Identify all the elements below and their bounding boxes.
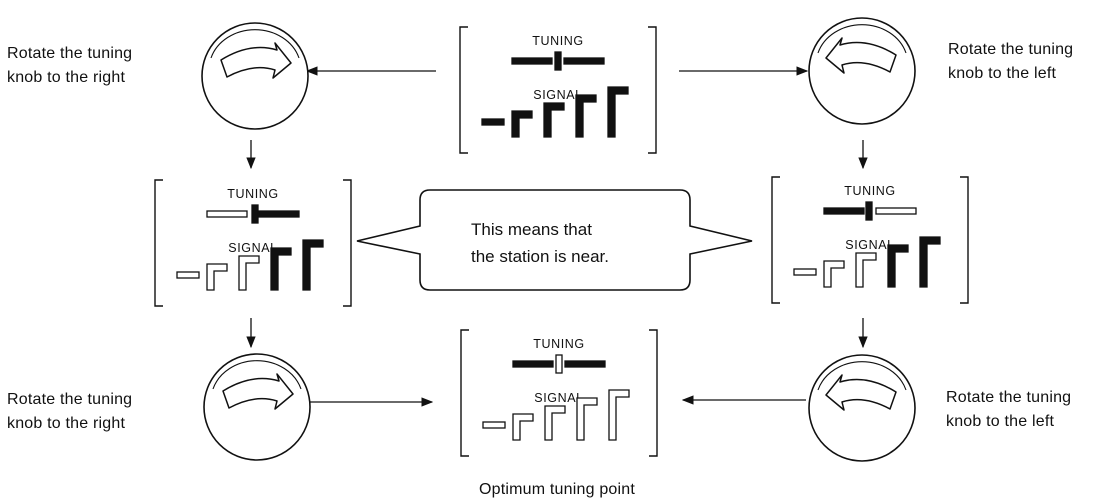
signal-bar-3 [855,252,877,288]
signal-bar-1 [481,118,505,126]
knob-top-right [808,17,916,125]
signal-bar-4 [576,397,598,441]
tuning-label: TUNING [533,337,585,351]
caption-bottom-left-line2: knob to the right [7,415,125,432]
panel-bracket-left [459,26,468,154]
signal-bar-4 [575,94,597,138]
knob-rim [817,24,907,54]
tuning-label: TUNING [844,184,896,198]
tuning-bar-right [563,57,605,65]
panel-bracket-right [960,176,969,304]
signal-bar-1 [176,271,200,279]
knob-body [203,353,311,461]
signal-bar-4 [887,244,909,288]
rotate-left-arrow-icon [825,374,897,411]
signal-bar-2 [512,413,534,441]
knob-bottom-left [203,353,311,461]
signal-bar-5 [919,236,941,288]
panel-bracket-left [460,329,469,457]
signal-bar-3 [544,405,566,441]
tuning-pointer [555,354,563,374]
panel-bracket-right [343,179,352,307]
panel-bracket-right [648,26,657,154]
caption-optimum: Optimum tuning point [479,481,635,498]
caption-top-right-line1: Rotate the tuning [948,41,1073,58]
knob-top-left [201,22,309,130]
caption-top-right-line2: knob to the left [948,65,1057,82]
caption-bottom-right-line1: Rotate the tuning [946,389,1071,406]
tuning-bar-left [511,57,553,65]
rotate-right-arrow-icon [222,373,294,410]
tuning-label: TUNING [227,187,279,201]
tuning-pointer [554,51,562,71]
signal-label: SIGNAL [845,238,894,252]
knob-rim [212,360,302,390]
signal-bar-2 [206,263,228,291]
speech-bubble: This means that the station is near. [356,189,753,291]
signal-bar-2 [511,110,533,138]
caption-bottom-right-line2: knob to the left [946,413,1055,430]
signal-bar-1 [482,421,506,429]
signal-bar-2 [823,260,845,288]
signal-bar-5 [607,86,629,138]
knob-body [808,354,916,462]
tuning-bar-right [875,207,917,215]
panel-bracket-right [649,329,658,457]
tuning-bar-right [564,360,606,368]
tuning-bar-left [512,360,554,368]
tuning-pointer [251,204,259,224]
signal-bar-4 [270,247,292,291]
knob-rim [210,29,300,59]
tuning-bar-left [206,210,248,218]
meter-panel-mid-left: TUNING SIGNAL [154,179,352,307]
bubble-text-line1: This means that [471,220,592,239]
meter-panel-top-center: TUNING SIGNAL [459,26,657,154]
signal-bar-3 [238,255,260,291]
rotate-right-arrow-icon [220,42,292,79]
signal-label: SIGNAL [533,88,582,102]
flow-arrows [246,66,868,407]
meter-panel-mid-right: TUNING SIGNAL [771,176,969,304]
tuning-pointer [865,201,873,221]
knob-bottom-right [808,354,916,462]
tuning-label: TUNING [532,34,584,48]
caption-top-left-line1: Rotate the tuning [7,45,132,62]
rotate-left-arrow-icon [825,37,897,74]
tuning-bar-right [258,210,300,218]
knob-body [201,22,309,130]
signal-bar-3 [543,102,565,138]
knob-body [808,17,916,125]
panel-bracket-left [771,176,780,304]
signal-bar-1 [793,268,817,276]
signal-bar-5 [302,239,324,291]
knob-rim [817,361,907,391]
signal-label: SIGNAL [228,241,277,255]
caption-top-left-line2: knob to the right [7,69,125,86]
panel-bracket-left [154,179,163,307]
tuning-bar-left [823,207,865,215]
signal-bar-5 [608,389,630,441]
bubble-text-line2: the station is near. [471,247,609,266]
signal-label: SIGNAL [534,391,583,405]
caption-bottom-left-line1: Rotate the tuning [7,391,132,408]
meter-panel-bottom-center: TUNING SIGNAL [460,329,658,457]
